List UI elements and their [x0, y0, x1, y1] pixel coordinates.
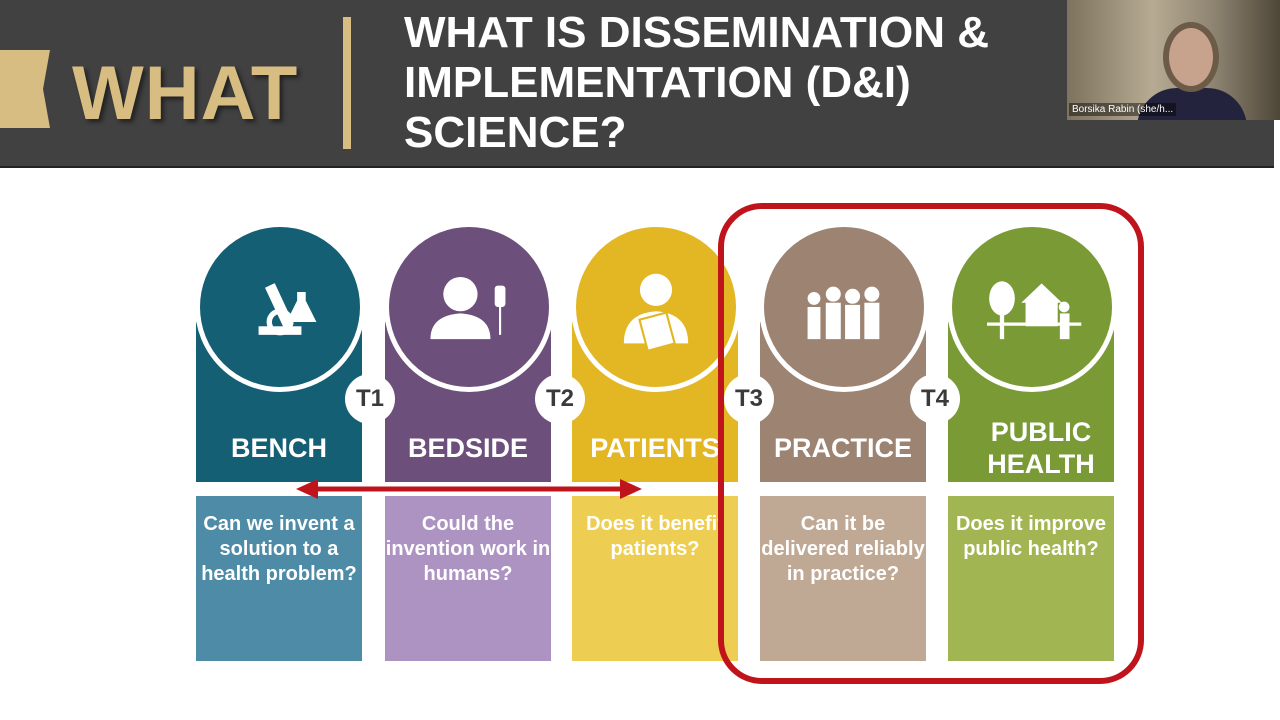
patient-iv-icon: [430, 277, 506, 340]
stage-circle: [384, 222, 554, 392]
stage-question: Does it benefit patients?: [572, 496, 738, 661]
stage-circle: [947, 222, 1117, 392]
doctor-clipboard-icon: [623, 273, 689, 352]
transition-badge: T3: [724, 374, 774, 424]
transition-badge: T2: [535, 374, 585, 424]
divider: [343, 17, 351, 149]
microscope-flask-icon: [258, 283, 317, 336]
stage-circle: [759, 222, 929, 392]
stage-question: Could the invention work in humans?: [385, 496, 551, 661]
stage-label: PRACTICE: [773, 433, 912, 463]
stage-label: PUBLIC HEALTH: [987, 417, 1095, 479]
transition-badge: T4: [910, 374, 960, 424]
stage-circle: [571, 222, 741, 392]
participant-video-tile[interactable]: Borsika Rabin (she/h...: [1067, 0, 1280, 120]
stage-label: BENCH: [230, 433, 327, 463]
community-icon: [987, 281, 1082, 340]
section-label: WHAT: [72, 51, 299, 136]
stage-label: PATIENTS: [590, 433, 720, 463]
stage-circle: [195, 222, 365, 392]
slide-title: WHAT IS DISSEMINATION & IMPLEMENTATION (…: [404, 8, 990, 157]
ribbon-flag-icon: [0, 50, 50, 128]
stage-question: Can it be delivered reliably in practice…: [760, 496, 926, 661]
transition-badge: T1: [345, 374, 395, 424]
participant-face: [1163, 22, 1219, 92]
highlight-box: [718, 203, 1144, 684]
participant-name: Borsika Rabin (she/h...: [1069, 103, 1177, 116]
stage-label: BEDSIDE: [407, 433, 529, 463]
stage-question: Does it improve public health?: [948, 496, 1114, 661]
slide-header: WHAT WHAT IS DISSEMINATION & IMPLEMENTAT…: [0, 0, 1274, 168]
double-arrow-icon: [296, 479, 642, 499]
people-group-icon: [807, 286, 880, 340]
stage-question: Can we invent a solution to a health pro…: [196, 496, 362, 661]
